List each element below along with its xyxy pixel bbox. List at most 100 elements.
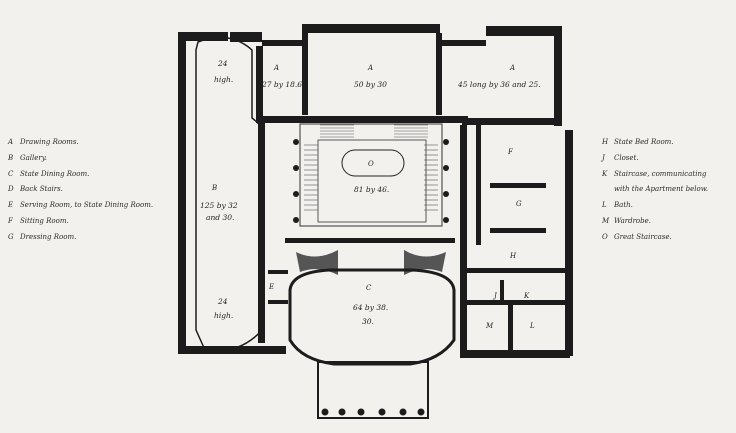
legend-item-o: O Great Staircase.: [602, 230, 708, 246]
letter-a-right: A: [509, 64, 515, 72]
walls: [178, 24, 573, 358]
outer-wall-top-left: [178, 32, 228, 41]
legend-key: L: [602, 201, 607, 210]
partition: [256, 46, 263, 116]
partition: [508, 305, 513, 350]
stair-inner-outline: [317, 139, 427, 223]
dim-drawing-left: 27 by 18.6: [261, 80, 302, 89]
letter-j: J: [492, 292, 498, 300]
outer-wall-right-upper: [554, 26, 562, 126]
gallery-top-2: high.: [214, 75, 233, 84]
columns: [293, 139, 449, 223]
legend-key: H: [602, 138, 609, 146]
legend-key: D: [8, 185, 14, 194]
partition: [285, 238, 455, 243]
legend-item-g: G Dressing Room.: [8, 230, 153, 246]
partition: [490, 228, 546, 233]
legend-key: J: [602, 153, 605, 162]
gallery-bot-1: 24: [217, 297, 228, 306]
gallery-niches: [178, 59, 184, 331]
letter-f: F: [507, 148, 514, 156]
legend-text: Dressing Room.: [20, 232, 77, 241]
legend-key: C: [8, 169, 14, 178]
letter-a-left: A: [273, 64, 279, 72]
legend-key: O: [602, 232, 608, 241]
legend-text: Serving Room, to State Dining Room.: [20, 201, 154, 210]
partition: [256, 116, 468, 123]
outer-wall-right: [565, 130, 573, 356]
letter-k: K: [523, 292, 530, 300]
partition: [476, 125, 481, 245]
letter-g: G: [516, 200, 522, 208]
legend-key: G: [8, 232, 14, 241]
legend-text: Drawing Rooms.: [20, 138, 79, 146]
partition: [268, 270, 288, 274]
plan-labels: A 27 by 18.6 A 50 by 30 A 45 long by 36 …: [200, 59, 541, 330]
letter-e: E: [268, 283, 274, 291]
legend-text: Back Stairs.: [20, 185, 63, 194]
outer-wall-bottom-right: [460, 350, 570, 358]
gallery-outline: [195, 36, 265, 352]
legend-text: Closet.: [614, 153, 639, 162]
dim-drawing-center: 50 by 30: [354, 80, 387, 89]
letter-o: O: [368, 160, 374, 168]
letter-c: C: [366, 284, 372, 292]
legend-key: E: [8, 201, 14, 210]
legend-text: Bath.: [614, 201, 633, 210]
stair-hall-outline: [299, 123, 443, 227]
letter-m: M: [485, 322, 494, 330]
legend-item-f: F Sitting Room.: [8, 214, 153, 230]
legend-key: A: [8, 138, 14, 146]
partition: [500, 280, 504, 302]
legend-key: K: [602, 169, 608, 178]
legend-text: State Dining Room.: [20, 169, 90, 178]
letter-a-center: A: [367, 64, 373, 72]
legend-item-k-continued: with the Apartment below.: [614, 185, 709, 194]
partition: [462, 118, 560, 125]
dim-stair: 81 by 46.: [354, 185, 389, 194]
letter-h: H: [509, 252, 517, 260]
partition: [268, 300, 288, 304]
wall-segment: [262, 40, 304, 46]
stair-treads: [304, 124, 438, 211]
legend-key: F: [8, 216, 13, 225]
legend-text: Great Staircase.: [614, 232, 672, 241]
legend-text: Sitting Room.: [20, 216, 69, 225]
outer-wall-top-center: [302, 24, 440, 33]
wall-segment: [230, 32, 262, 42]
legend-text: Wardrobe.: [614, 216, 651, 225]
legend-item-j: J Closet.: [602, 151, 708, 167]
partition: [436, 33, 442, 115]
dining-dim-2: 30.: [362, 317, 374, 326]
portico: [317, 361, 429, 419]
partition: [460, 125, 467, 355]
partition: [466, 300, 566, 305]
partition: [466, 268, 566, 273]
gallery-mid-1: 125 by 32: [200, 201, 238, 210]
dining-dim-1: 64 by 38.: [353, 303, 388, 312]
partition: [302, 33, 308, 115]
legend-text: Gallery.: [20, 153, 47, 162]
legend-item-k: K Staircase, communicating: [602, 167, 708, 183]
outer-wall-top-right: [486, 26, 560, 36]
legend-text: Staircase, communicating: [614, 169, 707, 178]
legend-item-e: E Serving Room, to State Dining Room.: [8, 198, 153, 214]
dim-drawing-right: 45 long by 36 and 25.: [457, 80, 541, 89]
legend-item-c: C State Dining Room.: [8, 167, 153, 183]
legend-item-l: L Bath.: [602, 198, 708, 214]
legend-item-d: D Back Stairs.: [8, 182, 153, 198]
portico-columns: [321, 408, 425, 416]
dining-room-outline: [288, 268, 456, 366]
stair-landing: [341, 149, 405, 177]
partition: [490, 183, 546, 188]
outer-wall-bottom-left: [178, 346, 286, 354]
letter-b: B: [211, 184, 217, 192]
letter-l: L: [529, 322, 535, 330]
wall-segment: [440, 40, 486, 46]
gallery-mid-2: and 30.: [206, 213, 234, 222]
